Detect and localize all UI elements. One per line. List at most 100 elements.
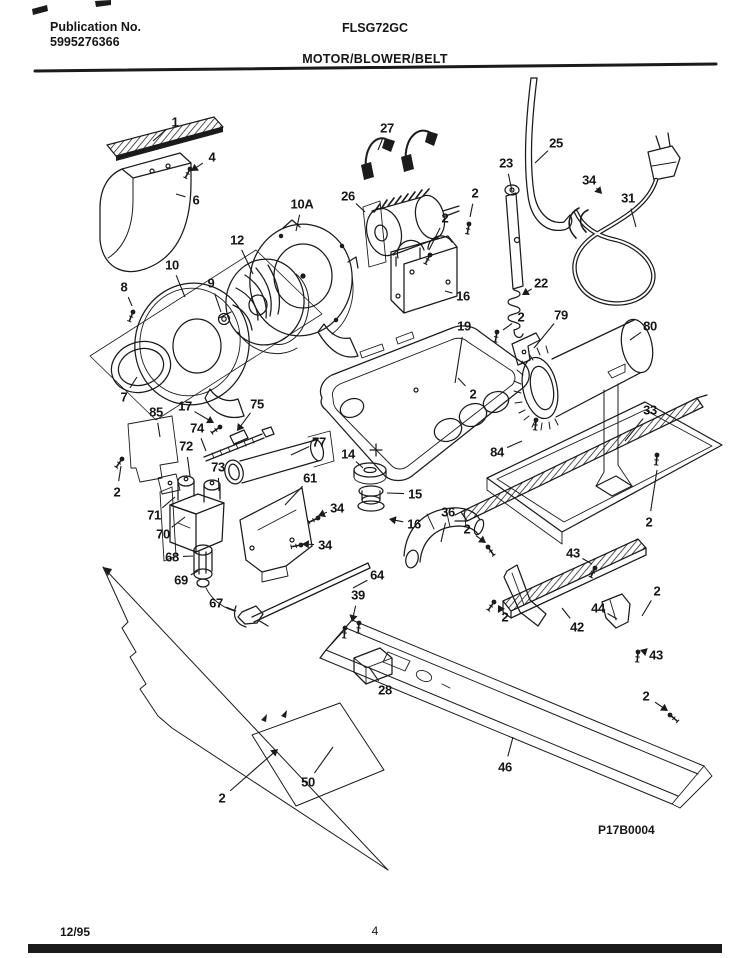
callout-label-42: 42 xyxy=(570,619,584,635)
callout-label-2: 2 xyxy=(517,309,525,325)
screw-glyph xyxy=(355,620,362,634)
part-exhaust-elbow xyxy=(403,507,485,569)
callout-label-10: 10 xyxy=(165,257,179,273)
part-mounting-plate xyxy=(127,415,181,495)
screw-glyph xyxy=(588,565,598,579)
callout-label-2: 2 xyxy=(469,386,477,402)
publication-number: 5995276366 xyxy=(50,35,120,49)
screw-glyph xyxy=(493,329,500,343)
callout-label-2: 2 xyxy=(113,484,121,500)
callout-label-50: 50 xyxy=(301,774,315,790)
part-base-frame xyxy=(486,401,723,545)
part-blower-cover xyxy=(134,282,250,419)
callout-label-33: 33 xyxy=(643,402,657,418)
part-lint-duct xyxy=(99,152,192,273)
part-gas-pipe xyxy=(251,562,371,623)
screw-glyph xyxy=(307,515,321,525)
callout-label-80: 80 xyxy=(643,318,657,334)
callout-label-15: 15 xyxy=(408,486,422,502)
part-base-channel xyxy=(319,619,713,809)
callout-label-69: 69 xyxy=(174,572,188,588)
callout-label-43: 43 xyxy=(566,545,580,561)
callout-label-2: 2 xyxy=(441,210,449,226)
callout-label-9: 9 xyxy=(207,275,215,291)
screw-glyph xyxy=(532,417,539,431)
part-motor-bracket xyxy=(390,235,458,314)
part-drive-motor xyxy=(362,188,460,268)
part-backing-panel xyxy=(89,249,323,421)
part-pulley-seal xyxy=(353,462,387,512)
callout-label-19: 19 xyxy=(457,318,471,334)
part-front-panel xyxy=(102,566,389,871)
part-push-nut xyxy=(217,312,231,326)
callout-label-77: 77 xyxy=(312,434,326,450)
part-orifice xyxy=(193,544,235,612)
callout-label-27: 27 xyxy=(380,120,394,136)
screw-glyph xyxy=(114,456,125,469)
callout-label-36: 36 xyxy=(441,504,455,520)
callout-label-7: 7 xyxy=(120,389,128,405)
publication-block: Publication No. 5995276366 xyxy=(50,20,141,50)
callout-label-16: 16 xyxy=(456,288,470,304)
callout-label-1: 1 xyxy=(171,114,179,130)
callout-label-61: 61 xyxy=(303,470,317,486)
callout-label-46: 46 xyxy=(498,759,512,775)
part-idler-arm xyxy=(504,184,524,290)
callout-label-12: 12 xyxy=(230,232,244,248)
callout-label-22: 22 xyxy=(534,275,548,291)
callout-label-39: 39 xyxy=(351,587,365,603)
page-marks xyxy=(28,0,722,953)
part-drive-belt xyxy=(524,77,573,231)
callout-label-2: 2 xyxy=(642,688,650,704)
part-shield-brace xyxy=(503,564,547,627)
callout-label-17: 17 xyxy=(178,398,192,414)
footer-page-number: 4 xyxy=(371,924,379,938)
callout-label-2: 2 xyxy=(501,609,509,625)
part-valve-rod xyxy=(203,426,275,462)
callout-label-28: 28 xyxy=(378,682,392,698)
part-heat-shield-rail xyxy=(502,538,647,619)
screw-glyph xyxy=(486,599,497,612)
callout-label-2: 2 xyxy=(471,185,479,201)
callout-label-10A: 10A xyxy=(290,196,314,212)
screw-glyph xyxy=(127,309,136,323)
screw-glyph xyxy=(183,166,193,180)
screw-glyph xyxy=(667,712,680,724)
part-burner-bracket xyxy=(239,487,313,583)
callout-label-64: 64 xyxy=(370,567,384,583)
part-blower-housing xyxy=(249,219,359,358)
part-idler-spring xyxy=(507,289,524,339)
screw-glyph xyxy=(423,252,433,266)
part-motor-wires xyxy=(361,129,438,180)
callout-label-31: 31 xyxy=(621,190,635,206)
part-pipe-elbow xyxy=(233,605,269,628)
part-gas-valve xyxy=(159,475,225,562)
model-number: FLSG72GC xyxy=(342,21,408,35)
callout-label-26: 26 xyxy=(341,188,355,204)
callout-label-2: 2 xyxy=(653,583,661,599)
screw-glyph xyxy=(653,452,660,466)
callout-label-84: 84 xyxy=(490,444,504,460)
callout-label-67: 67 xyxy=(209,595,223,611)
part-shield-clamp xyxy=(601,593,631,629)
screw-glyph xyxy=(485,544,496,557)
part-heat-funnel xyxy=(513,318,654,497)
part-burner-tube xyxy=(224,430,335,485)
part-heater-clip xyxy=(511,332,541,366)
part-channel-block xyxy=(353,647,393,685)
part-lint-grille xyxy=(106,116,224,161)
callout-label-75: 75 xyxy=(250,396,264,412)
callout-label-44: 44 xyxy=(591,600,605,616)
callout-label-68: 68 xyxy=(165,549,179,565)
screw-glyph xyxy=(210,424,223,435)
callout-label-25: 25 xyxy=(549,135,563,151)
screw-glyph xyxy=(634,649,641,663)
footer-date: 12/95 xyxy=(60,925,91,939)
callout-label-2: 2 xyxy=(645,514,653,530)
callout-label-34: 34 xyxy=(582,172,596,188)
callout-label-23: 23 xyxy=(499,155,513,171)
screw-glyph xyxy=(465,221,472,235)
